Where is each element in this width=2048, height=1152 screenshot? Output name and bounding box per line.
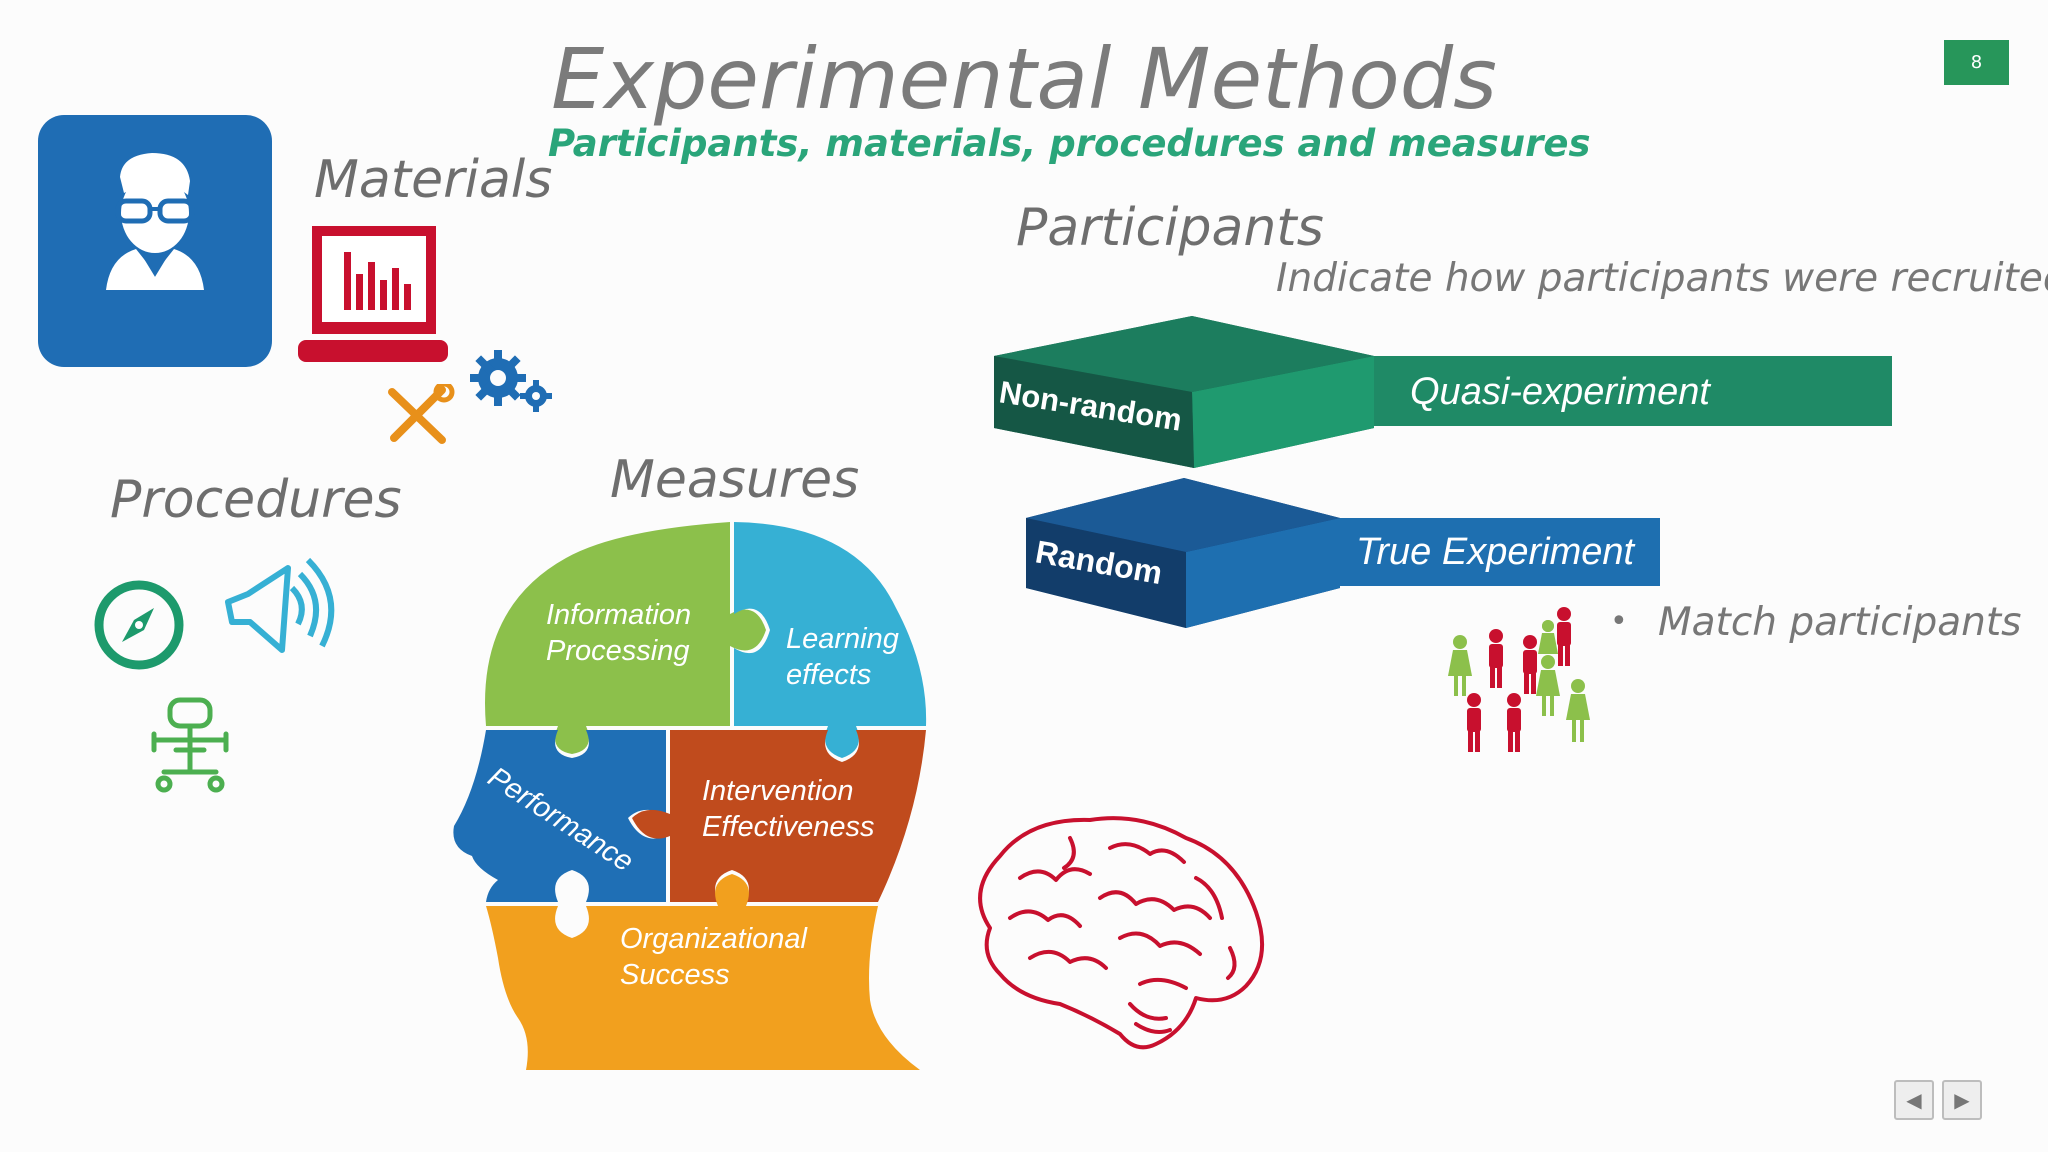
match-participants-bullet: Match participants bbox=[1658, 600, 2022, 645]
learning-effects-piece bbox=[734, 522, 927, 758]
tools-icon bbox=[388, 384, 455, 444]
materials-heading: Materials bbox=[314, 150, 553, 210]
bullet-dot: • bbox=[1610, 604, 1628, 639]
puzzle-head: Information Processing Learning effects … bbox=[453, 522, 927, 1070]
info-processing-line2: Processing bbox=[546, 635, 689, 667]
info-processing-line1: Information bbox=[546, 599, 691, 631]
intervention-line2: Effectiveness bbox=[702, 811, 874, 843]
non-random-bar: Non-random Quasi-experiment bbox=[994, 316, 1892, 468]
triangle-right-icon: ▶ bbox=[1954, 1088, 1970, 1112]
chart-monitor-icon bbox=[298, 226, 448, 362]
procedures-heading: Procedures bbox=[110, 470, 402, 530]
learning-effects-line1: Learning bbox=[786, 623, 899, 655]
slide-subtitle: Participants, materials, procedures and … bbox=[548, 122, 1591, 165]
random-bar: Random True Experiment bbox=[1026, 478, 1660, 628]
gears-icon bbox=[470, 350, 552, 412]
performance-piece bbox=[453, 730, 666, 902]
org-success-line2: Success bbox=[620, 959, 730, 991]
office-chair-icon bbox=[151, 697, 229, 793]
learning-effects-line2: effects bbox=[786, 659, 871, 691]
intervention-effectiveness-piece bbox=[632, 730, 926, 902]
slide-title: Experimental Methods bbox=[551, 30, 1497, 128]
triangle-left-icon: ◀ bbox=[1906, 1088, 1922, 1112]
next-slide-button[interactable]: ▶ bbox=[1942, 1080, 1982, 1120]
participants-heading: Participants bbox=[1016, 198, 1324, 258]
measures-heading: Measures bbox=[610, 450, 860, 510]
true-experiment-label: True Experiment bbox=[1356, 531, 1636, 573]
researcher-icon bbox=[106, 153, 204, 290]
organizational-success-piece bbox=[486, 874, 920, 1070]
brain-icon bbox=[978, 816, 1265, 1050]
compass-icon bbox=[94, 580, 184, 670]
people-group-icon bbox=[1448, 607, 1590, 752]
researcher-avatar-tile bbox=[38, 115, 272, 367]
org-success-line1: Organizational bbox=[620, 923, 809, 955]
slide-number: 8 bbox=[1944, 40, 2009, 85]
information-processing-piece bbox=[485, 522, 766, 754]
speaker-icon bbox=[225, 557, 335, 653]
intervention-line1: Intervention bbox=[702, 775, 854, 807]
participants-note: Indicate how participants were recruited bbox=[1276, 256, 2048, 301]
prev-slide-button[interactable]: ◀ bbox=[1894, 1080, 1934, 1120]
quasi-experiment-label: Quasi-experiment bbox=[1410, 371, 1711, 413]
